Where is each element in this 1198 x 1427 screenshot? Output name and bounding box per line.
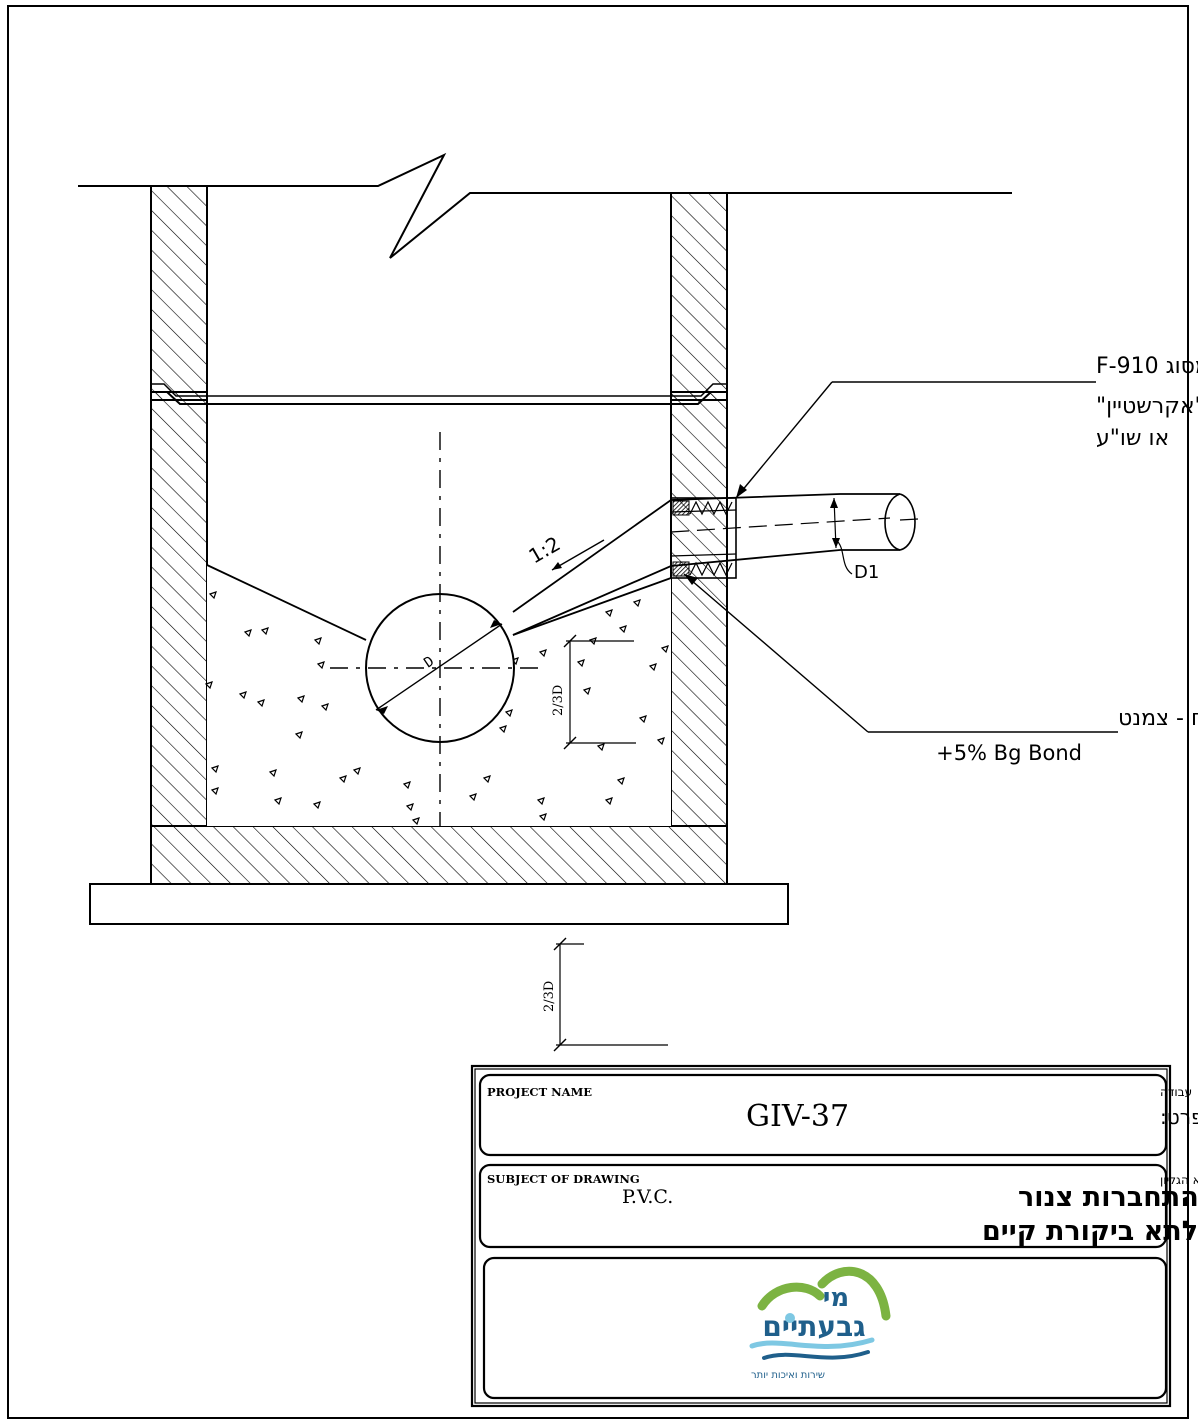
sealant-note-line2: מתוצרת "אקרשטיין" [1096,394,1198,419]
channel-diameter-line [375,623,503,711]
subject-line1-he: פרט להתחברות צנור [1018,1182,1198,1213]
subject-row [478,1163,1168,1249]
subject-line2: לתא ביקורת קיים [982,1216,1198,1247]
logo-row [482,1256,1168,1400]
dim-channel-label: 2/3D [551,685,566,716]
wall-joint-top [151,383,727,397]
dim-lower-tick-top [553,937,567,951]
inlet-pipe-top [512,493,900,613]
logo-water-drop [785,1313,795,1323]
ground-break-line [78,152,1012,259]
fill-note-line2: +5% Bg Bond [936,741,1082,765]
sealant-dark-top [672,500,690,516]
channel-diameter-arrow-b [490,620,502,628]
pipe-break-symbol [884,493,916,551]
wall-lower-right [670,391,728,827]
mei-givatayim-logo: מי גבעתיים שירות ואיכות יותר [749,1266,891,1381]
sealant-zigzag-top [689,500,733,516]
d1-leader [835,539,853,575]
fill-note-line1: מלוי בטיח - צמנט [1118,706,1198,731]
sealant-note-line1: אטס מסוג F-910 [1096,354,1198,379]
detail-number-label: מס' פרט: [1160,1105,1198,1129]
logo-line1: מי [823,1283,849,1313]
logo-green-arc-small [757,1282,825,1311]
subject-label-en: SUBJECT OF DRAWING [487,1172,640,1186]
sealant-note-line3: או שו"ע [1096,426,1169,451]
slope-arrowhead [552,562,562,570]
sealant-leader-arrow [736,484,747,498]
wall-upper-right [670,192,728,401]
fill-leader [683,573,869,733]
aggregate-marks [204,591,669,826]
dim-lower-tick-bottom [553,1038,567,1052]
logo-tagline: שירות ואיכות יותר [751,1370,825,1381]
project-label-he: עבודה [1160,1085,1192,1099]
sheet-border [7,5,1189,1419]
fill-leader-arrow [684,574,698,585]
wall-lower-left [150,391,208,827]
benching-right-surface [512,577,672,636]
logo-wave-2 [762,1350,870,1360]
benching-fill [207,565,671,826]
d1-arrow-top [830,498,838,508]
project-row [478,1073,1168,1157]
inlet-pipe-inner-bottom [670,553,737,557]
dim-lower-label: 2/3D [542,981,557,1012]
d1-arrow-bottom [832,538,840,548]
slope-arrow-line [551,539,605,571]
title-block-outer [470,1064,1172,1408]
subject-label-he: נושא הגליון [1160,1173,1198,1187]
logo-line2: גבעתיים [762,1310,865,1343]
logo-green-arc-large [817,1266,891,1321]
bottom-slab [150,825,728,885]
logo-wave-1 [749,1337,875,1349]
wall-joint [151,391,727,405]
sealant-leader [735,381,833,499]
dim-channel-tick-bottom [563,736,577,750]
inlet-pipe-bottom [512,549,900,636]
project-label-en: PROJECT NAME [487,1085,592,1099]
sealant-dark-bottom [672,561,690,577]
channel-diameter-arrow-a [376,706,388,714]
inlet-pipe-axis [670,517,891,533]
pipe-break-axis [899,518,919,521]
base-footing [89,883,789,925]
wall-upper-left [150,185,208,401]
dim-channel-tick-top [563,634,577,648]
d1-label: D1 [854,562,879,583]
benching-left-surface [206,564,367,641]
detail-number: GIV-37 [746,1099,849,1134]
wall-sleeve [670,497,737,579]
sealant-zigzag-bottom [689,561,733,577]
subject-line1-en: P.V.C. [622,1186,673,1208]
